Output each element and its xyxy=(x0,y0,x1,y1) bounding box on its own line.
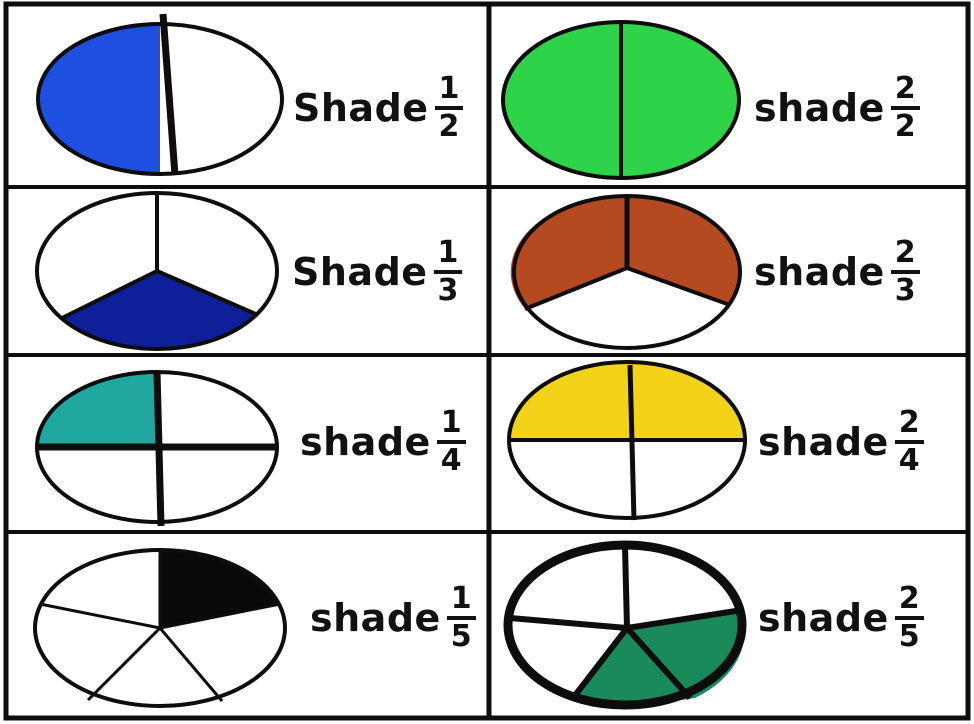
denominator: 2 xyxy=(435,110,464,142)
divider-line xyxy=(163,14,175,175)
numerator: 2 xyxy=(895,584,924,616)
denominator: 5 xyxy=(895,620,924,652)
fraction: 2 3 xyxy=(891,238,920,306)
shade-word: Shade xyxy=(292,250,428,294)
shade-label-half-one: Shade 1 2 xyxy=(293,74,463,142)
shade-word: shade xyxy=(758,420,889,464)
fraction: 1 5 xyxy=(447,584,476,652)
shade-label-fifth-two: shade 2 5 xyxy=(758,584,924,652)
shade-word: shade xyxy=(754,250,885,294)
circle-fifth-two xyxy=(508,545,744,705)
denominator: 3 xyxy=(434,274,463,306)
denominator: 4 xyxy=(895,444,924,476)
numerator: 1 xyxy=(447,584,476,616)
shaded-quarters xyxy=(509,362,745,440)
shade-word: shade xyxy=(754,86,885,130)
radius-line xyxy=(88,628,160,700)
fraction: 1 2 xyxy=(435,74,464,142)
shade-label-half-two: shade 2 2 xyxy=(754,74,920,142)
circle-fifth-one xyxy=(35,550,285,706)
circle-half-two xyxy=(503,22,739,178)
fraction: 1 4 xyxy=(437,408,466,476)
numerator: 2 xyxy=(891,238,920,270)
radius-line xyxy=(40,604,160,628)
fraction: 2 2 xyxy=(891,74,920,142)
denominator: 4 xyxy=(437,444,466,476)
circle-quarter-two xyxy=(509,362,745,520)
shade-word: shade xyxy=(758,596,889,640)
numerator: 2 xyxy=(891,74,920,106)
shade-word: shade xyxy=(300,420,431,464)
fraction: 2 4 xyxy=(895,408,924,476)
circle-third-two xyxy=(511,196,742,348)
radius-line xyxy=(160,628,222,701)
numerator: 2 xyxy=(895,408,924,440)
shade-label-quarter-one: shade 1 4 xyxy=(300,408,466,476)
shaded-half xyxy=(38,24,160,174)
circle-third-one xyxy=(37,193,277,350)
numerator: 1 xyxy=(435,74,464,106)
shade-word: Shade xyxy=(293,86,429,130)
fraction: 2 5 xyxy=(895,584,924,652)
shade-label-third-two: shade 2 3 xyxy=(754,238,920,306)
radius-line xyxy=(510,618,627,628)
denominator: 3 xyxy=(891,274,920,306)
fraction: 1 3 xyxy=(434,238,463,306)
numerator: 1 xyxy=(437,408,466,440)
denominator: 2 xyxy=(891,110,920,142)
denominator: 5 xyxy=(447,620,476,652)
shade-label-quarter-two: shade 2 4 xyxy=(758,408,924,476)
divider-line xyxy=(157,372,161,526)
circle-half-one xyxy=(38,14,282,175)
shade-word: shade xyxy=(310,596,441,640)
radius-line xyxy=(625,546,627,628)
shade-label-third-one: Shade 1 3 xyxy=(292,238,462,306)
shade-label-fifth-one: shade 1 5 xyxy=(310,584,476,652)
circle-quarter-one xyxy=(37,372,277,526)
numerator: 1 xyxy=(434,238,463,270)
